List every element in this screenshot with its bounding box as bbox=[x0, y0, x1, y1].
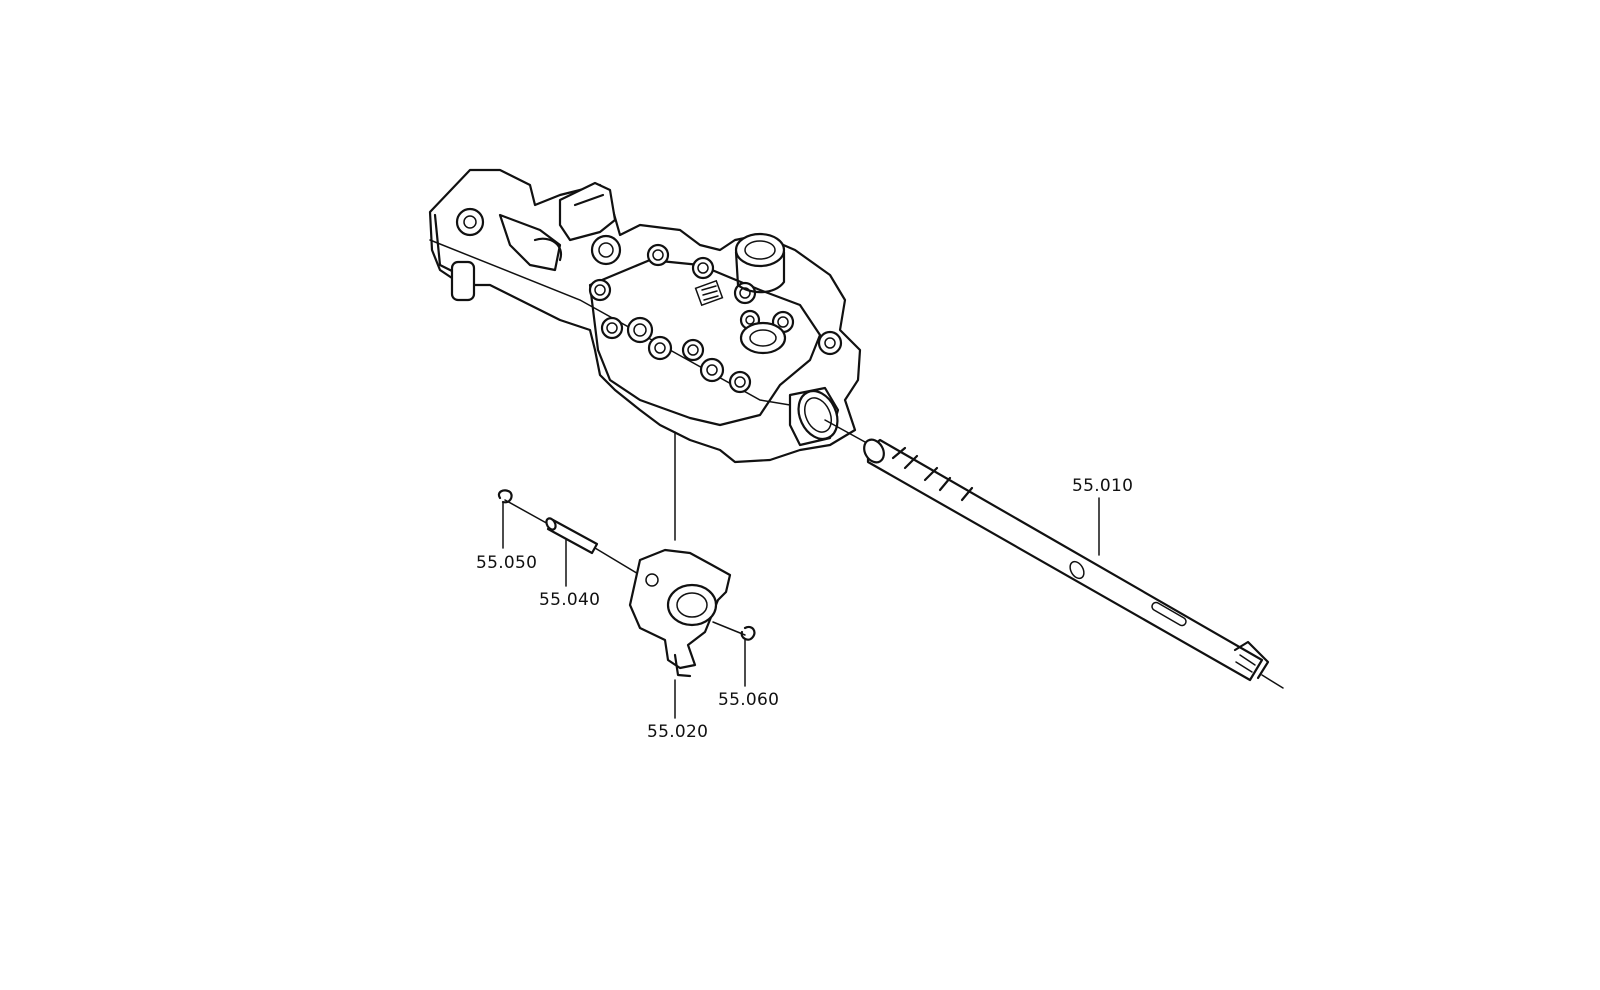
housing-part bbox=[428, 168, 862, 464]
label-retaining-ring-left: 55.050 bbox=[476, 553, 538, 573]
assembly-axis-lines bbox=[504, 419, 1284, 689]
label-pin: 55.040 bbox=[539, 590, 601, 610]
shift-fork-part bbox=[628, 548, 732, 678]
retaining-ring-left-part bbox=[497, 489, 513, 504]
label-shift-fork: 55.020 bbox=[647, 722, 709, 742]
label-retaining-ring-right: 55.060 bbox=[718, 690, 780, 710]
pin-part bbox=[545, 517, 599, 555]
shaft-part bbox=[863, 438, 1270, 682]
callout-leaders bbox=[502, 497, 1100, 719]
label-shaft: 55.010 bbox=[1072, 476, 1134, 496]
bolt-bosses bbox=[588, 234, 843, 394]
retaining-ring-right-part bbox=[740, 625, 756, 641]
